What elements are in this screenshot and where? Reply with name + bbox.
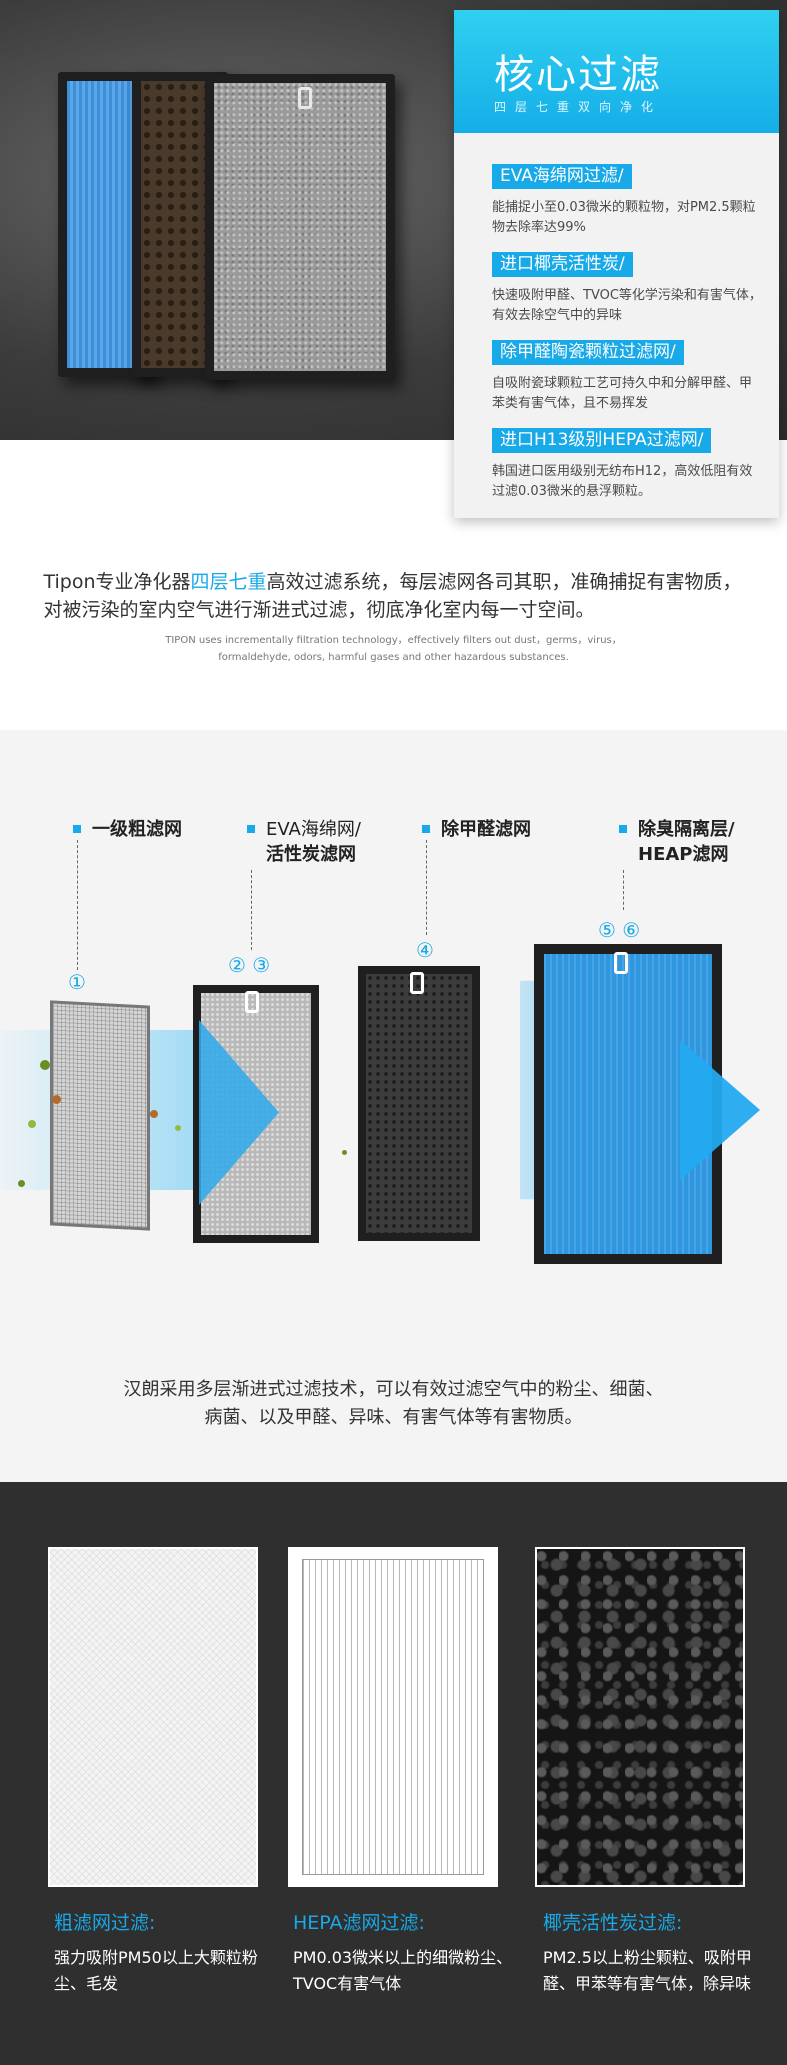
- pull-tab-icon: [298, 87, 312, 109]
- particle-icon: [28, 1120, 36, 1128]
- layer-desc-ceramic: 自吸附瓷球颗粒工艺可持久中和分解甲醛、甲苯类有害气体，且不易挥发: [492, 376, 753, 411]
- layer-label-eva: EVA海绵网过滤/: [492, 164, 632, 189]
- pull-tab-icon: [614, 952, 628, 974]
- intro-english: TIPON uses incrementally filtration tech…: [0, 632, 787, 666]
- core-card-header: 核心过滤 四层七重双向净化: [454, 10, 779, 133]
- stage-bullet-icon: [619, 825, 627, 833]
- material-title-coarse: 粗滤网过滤:: [54, 1912, 156, 1934]
- stage-number-5-6: ⑤ ⑥: [598, 918, 641, 942]
- leader-line: [251, 870, 252, 950]
- diagram-caption-line-2: 病菌、以及甲醛、异味、有害气体等有害物质。: [204, 1407, 583, 1428]
- particle-icon: [18, 1180, 25, 1187]
- intro-english-line-2: formaldehyde, odors, harmful gases and o…: [218, 652, 569, 663]
- particle-icon: [175, 1125, 181, 1131]
- stage-label-deodor-line-1: 除臭隔离层/: [638, 819, 735, 840]
- leader-line: [77, 840, 78, 970]
- stage-label-eva-line-2: 活性炭滤网: [266, 844, 356, 865]
- layer-desc-coconut-carbon: 快速吸附甲醛、TVOC等化学污染和有害气体，有效去除空气中的异味: [492, 288, 762, 323]
- material-desc-hepa: PM0.03微米以上的细微粉尘、TVOC有害气体: [293, 1948, 513, 1993]
- core-title: 核心过滤: [494, 52, 662, 98]
- stage-label-formaldehyde: 除甲醛滤网: [441, 819, 531, 840]
- stage-number-4: ④: [416, 938, 434, 962]
- layer-label-hepa: 进口H13级别HEPA过滤网/: [492, 428, 712, 453]
- hepa-material-image: [288, 1547, 498, 1887]
- leader-line: [426, 840, 427, 935]
- stage-bullet-icon: [73, 825, 81, 833]
- diagram-caption: 汉朗采用多层渐进式过滤技术，可以有效过滤空气中的粉尘、细菌、 病菌、以及甲醛、异…: [0, 1376, 787, 1432]
- leader-line: [623, 870, 624, 910]
- pull-tab-icon: [410, 972, 424, 994]
- particle-icon: [40, 1060, 50, 1070]
- stage-label-deodor-line-2: HEAP滤网: [638, 844, 729, 865]
- material-desc-carbon: PM2.5以上粉尘颗粒、吸附甲醛、甲苯等有害气体，除异味: [543, 1948, 752, 1993]
- material-title-hepa: HEPA滤网过滤:: [293, 1912, 425, 1934]
- stage-number-2-3: ② ③: [228, 953, 271, 977]
- layer-desc-eva: 能捕捉小至0.03微米的颗粒物，对PM2.5颗粒物去除率达99%: [492, 200, 756, 235]
- stage-number-1: ①: [68, 970, 86, 994]
- intro-paragraph: Tipon专业净化器四层七重高效过滤系统，每层滤网各司其职，准确捕捉有害物质，对…: [0, 568, 787, 624]
- intro-english-line-1: TIPON uses incrementally filtration tech…: [165, 635, 622, 646]
- layer-desc-hepa: 韩国进口医用级别无纺布H12，高效低阻有效过滤0.03微米的悬浮颗粒。: [492, 464, 753, 499]
- core-filtration-card: 核心过滤 四层七重双向净化 EVA海绵网过滤/ 能捕捉小至0.03微米的颗粒物，…: [454, 10, 779, 518]
- formaldehyde-filter-image: [358, 966, 480, 1241]
- pull-tab-icon: [245, 991, 259, 1013]
- hepa-filter-panel-image: [205, 74, 395, 380]
- stage-bullet-icon: [247, 825, 255, 833]
- coarse-filter-material-image: [48, 1547, 258, 1887]
- layer-label-coconut-carbon: 进口椰壳活性炭/: [492, 252, 633, 277]
- coarse-filter-image: [50, 1000, 150, 1231]
- particle-icon: [52, 1095, 61, 1104]
- stage-bullet-icon: [422, 825, 430, 833]
- intro-suffix: 高效过滤系统，每层滤网各司其职，准确捕捉有害物质，对被污染的室内空气进行渐进式过…: [43, 571, 742, 621]
- particle-icon: [342, 1150, 347, 1155]
- core-subtitle: 四层七重双向净化: [494, 100, 663, 114]
- stage-label-eva-line-1: EVA海绵网/: [266, 819, 361, 840]
- layer-label-ceramic: 除甲醛陶瓷颗粒过滤网/: [492, 340, 684, 365]
- intro-highlight: 四层七重: [190, 571, 267, 593]
- hero-section: 核心过滤 四层七重双向净化 EVA海绵网过滤/ 能捕捉小至0.03微米的颗粒物，…: [0, 0, 787, 518]
- stage-label-coarse: 一级粗滤网: [92, 819, 182, 840]
- intro-prefix: Tipon专业净化器: [43, 571, 191, 593]
- coconut-carbon-material-image: [535, 1547, 745, 1887]
- material-desc-coarse: 强力吸附PM50以上大颗粒粉尘、毛发: [54, 1948, 258, 1993]
- material-title-carbon: 椰壳活性炭过滤:: [543, 1912, 683, 1934]
- hepa-pleats: [302, 1559, 484, 1875]
- diagram-caption-line-1: 汉朗采用多层渐进式过滤技术，可以有效过滤空气中的粉尘、细菌、: [123, 1379, 664, 1400]
- particle-icon: [150, 1110, 158, 1118]
